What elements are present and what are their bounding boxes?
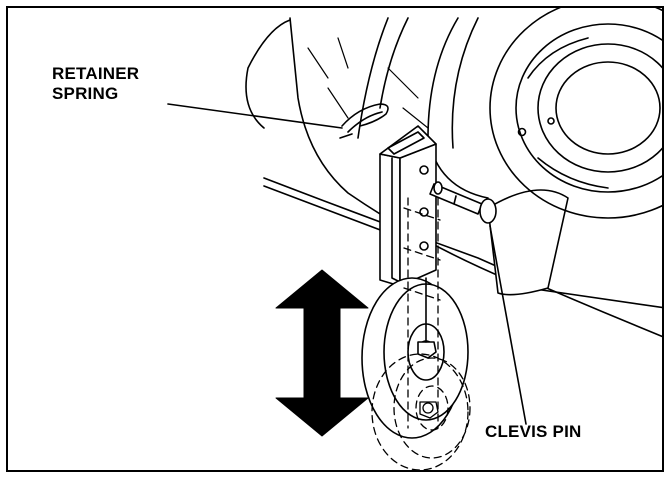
retainer-spring xyxy=(339,103,389,139)
mower-deck xyxy=(245,17,662,338)
clevis-pin xyxy=(429,181,497,224)
clevis-pin-label-text: CLEVIS PIN xyxy=(485,422,582,441)
rear-hub xyxy=(489,8,662,219)
mower-wheel-diagram xyxy=(167,8,662,470)
retainer-spring-leader xyxy=(167,103,343,129)
retainer-spring-label-line-1: RETAINER xyxy=(52,64,140,83)
clevis-pin-label: CLEVIS PIN xyxy=(485,422,581,442)
bolt-lowered xyxy=(419,401,439,419)
wheel xyxy=(361,277,469,439)
figure-frame: RETAINER SPRING CLEVIS PIN xyxy=(6,6,664,472)
retainer-spring-label: RETAINER SPRING xyxy=(52,64,139,104)
wheel-lowered-position xyxy=(371,197,471,470)
adjustment-arrow-icon xyxy=(275,269,369,437)
clevis-pin-leader xyxy=(489,225,527,425)
retainer-spring-label-line-2: SPRING xyxy=(52,84,119,103)
